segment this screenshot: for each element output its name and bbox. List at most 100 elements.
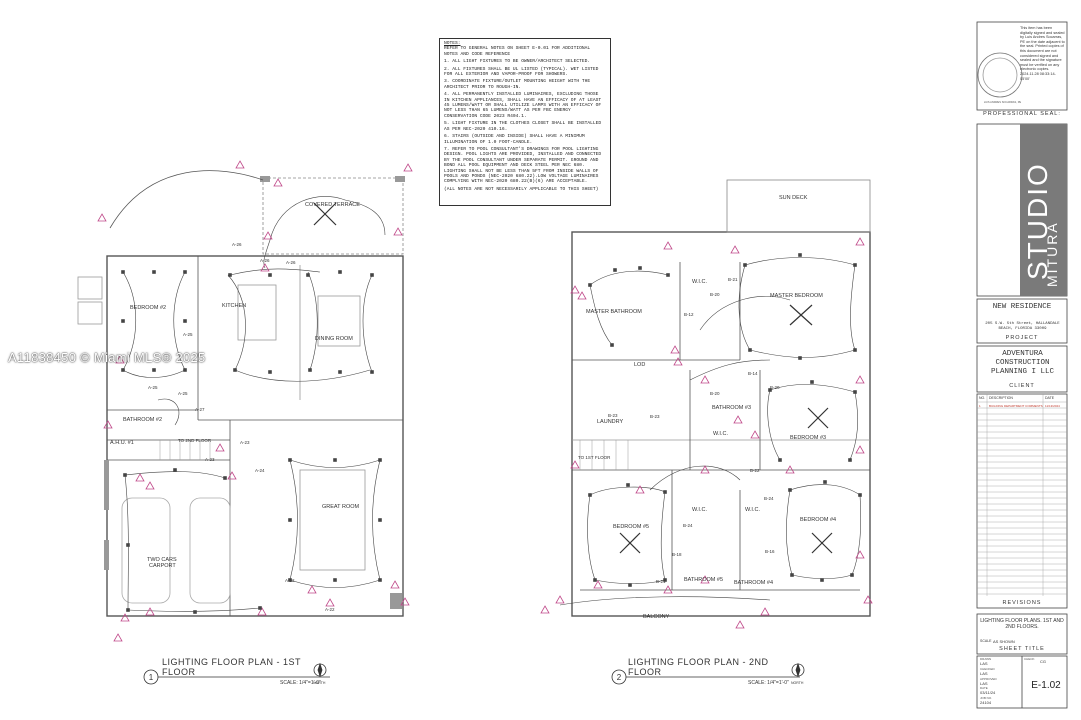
light-fixture-icon: [121, 368, 125, 372]
revision-grid-lines: [977, 394, 1067, 596]
plan1-circuit-label: A-23: [205, 457, 215, 462]
notes-item-2: 2. ALL FIXTURES SHALL BE UL LISTED (TYPI…: [444, 66, 599, 78]
plan-2nd-floor: [559, 179, 871, 617]
notes-item-7: 7. REFER TO POOL CONSULTANT'S DRAWINGS F…: [444, 146, 602, 185]
room-bedroom-4: BEDROOM #4: [800, 517, 836, 523]
fixture-marker-icon: [97, 213, 107, 222]
plan-1-scale: SCALE: 1/4"=1'-0": [280, 680, 321, 686]
fixture-marker-icon: [663, 241, 673, 250]
plan2-circuit-label: B-14: [748, 371, 758, 376]
revisions-label: REVISIONS: [1002, 600, 1042, 606]
fixture-marker-icon: [403, 163, 413, 172]
fixture-marker-icon: [115, 355, 125, 364]
room-balcony: BALCONY: [643, 614, 670, 620]
fixture-marker-icon: [227, 471, 237, 480]
plan-2-number-bubble: [611, 662, 805, 685]
fixture-marker-icon: [670, 345, 680, 354]
light-fixture-icon: [306, 273, 310, 277]
light-fixture-icon: [370, 370, 374, 374]
plan1-circuit-label: A-25: [183, 332, 193, 337]
light-fixture-icon: [790, 573, 794, 577]
plan-1st-floor: [77, 170, 405, 617]
fixture-marker-icon: [400, 597, 410, 606]
light-fixture-icon: [268, 370, 272, 374]
label-to-1st-floor: TO 1ST FLOOR: [578, 455, 611, 460]
light-fixture-icon: [638, 266, 642, 270]
light-fixture-icon: [743, 263, 747, 267]
light-fixture-icon: [126, 543, 130, 547]
fixture-marker-icon: [307, 585, 317, 594]
light-fixture-icon: [798, 253, 802, 257]
room-great-room: GREAT ROOM: [322, 504, 359, 510]
fixture-marker-icon: [145, 481, 155, 490]
plan-2-number: 2: [617, 673, 622, 682]
plan1-circuit-label: A-26: [260, 258, 270, 263]
light-fixture-icon: [823, 480, 827, 484]
project-label: PROJECT: [1005, 335, 1039, 341]
room-bathroom-5: BATHROOM #5: [684, 577, 723, 583]
light-fixture-icon: [233, 368, 237, 372]
light-fixture-icon: [183, 270, 187, 274]
fixture-markers: [97, 160, 873, 642]
fixture-marker-icon: [700, 575, 710, 584]
light-fixture-icon: [378, 518, 382, 522]
room-covered-terrace: COVERED TERRACE: [305, 202, 360, 208]
plan2-circuit-label: B-22: [750, 468, 760, 473]
titleblock-frame: [976, 21, 1068, 709]
light-fixture-icon: [628, 583, 632, 587]
light-fixture-icon: [778, 458, 782, 462]
plan-1-title-line1: LIGHTING FLOOR PLAN - 1ST: [162, 657, 302, 667]
light-fixture-icon: [121, 319, 125, 323]
rev-header-no: NO.: [979, 396, 986, 400]
light-fixture-icon: [853, 390, 857, 394]
plan2-circuit-label: B-20: [710, 391, 720, 396]
light-fixture-icon: [152, 270, 156, 274]
light-fixture-icon: [768, 388, 772, 392]
plan2-circuit-label: B-16: [765, 549, 775, 554]
light-fixture-icon: [121, 270, 125, 274]
notes-item-4: 4. ALL PERMANENTLY INSTALLED LUMINAIRES,…: [444, 92, 602, 119]
plan1-circuit-label: A-22: [285, 578, 295, 583]
fixture-marker-icon: [673, 357, 683, 366]
room-bathroom-2: BATHROOM #2: [123, 417, 162, 423]
plan-1-north: NORTH: [313, 681, 326, 685]
light-fixture-icon: [613, 268, 617, 272]
approved-label: APPROVED: [980, 677, 997, 681]
plan-2-title-line1: LIGHTING FLOOR PLAN - 2ND: [628, 657, 769, 667]
room-carport-1: TWO CARS: [147, 557, 177, 563]
light-fixture-icon: [853, 348, 857, 352]
project-address: 205 S.W. 5th Street, HALLANDALE BEACH, F…: [985, 322, 1060, 331]
job-value: 24104: [980, 700, 992, 705]
light-fixture-icon: [853, 263, 857, 267]
room-bedroom-2: BEDROOM #2: [130, 305, 166, 311]
plan2-circuit-label: B-24: [683, 523, 693, 528]
light-fixture-icon: [173, 468, 177, 472]
sheet-title-label: SHEET TITLE: [999, 646, 1045, 652]
fixture-marker-icon: [593, 580, 603, 589]
plan2-circuit-label: B-24: [764, 496, 774, 501]
plan-2-title: LIGHTING FLOOR PLAN - 2ND FLOOR: [628, 657, 769, 677]
light-fixture-icon: [663, 578, 667, 582]
light-fixture-icon: [666, 273, 670, 277]
drawn-value: LAS: [980, 661, 988, 666]
light-fixture-icon: [258, 606, 262, 610]
light-fixture-icon: [820, 578, 824, 582]
fixture-marker-icon: [393, 227, 403, 236]
plan2-circuit-label: B-21: [728, 277, 738, 282]
fixture-marker-icon: [760, 607, 770, 616]
light-fixture-icon: [748, 348, 752, 352]
fixture-marker-icon: [260, 263, 270, 272]
fixture-marker-icon: [235, 160, 245, 169]
client-label: CLIENT: [1009, 383, 1035, 389]
notes-item-6: 6. STAIRS (OUTSIDE AND INSIDE) SHALL HAV…: [444, 134, 585, 145]
fixture-marker-icon: [855, 375, 865, 384]
fixture-marker-icon: [733, 415, 743, 424]
mls-watermark: A11838450 © Miami MLS® 2025: [8, 350, 206, 365]
room-wic-4: W.I.C.: [745, 507, 760, 513]
date-value: 03/11/24: [980, 690, 996, 695]
plan1-circuit-label: A-23: [240, 440, 250, 445]
fixture-marker-icon: [120, 613, 130, 622]
light-fixture-icon: [183, 368, 187, 372]
room-bedroom-3: BEDROOM #3: [790, 435, 826, 441]
plan2-circuit-label: B-21: [656, 579, 666, 584]
